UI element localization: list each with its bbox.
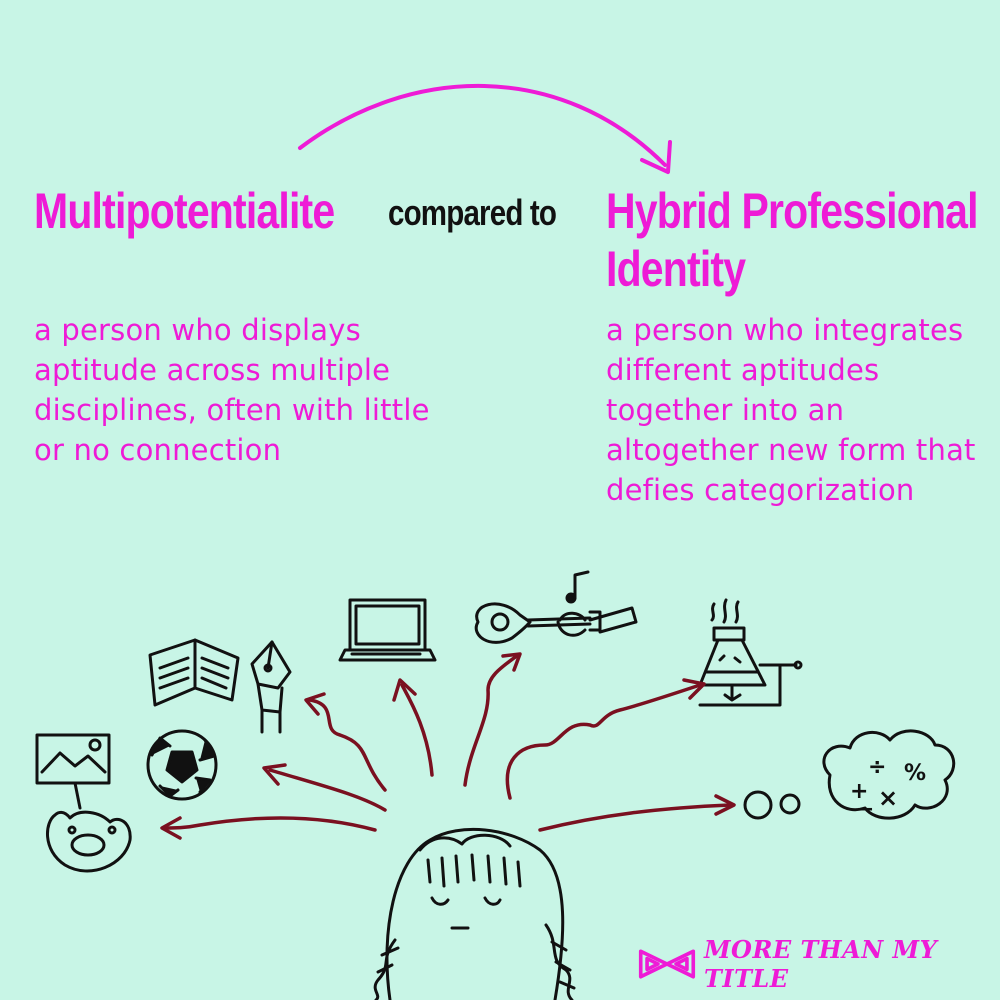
brand-name: MORE THAN MY TITLE [703, 935, 938, 993]
palette-icon [45, 810, 132, 873]
fountain-pen-icon [250, 640, 292, 734]
book-icon [148, 638, 240, 707]
girl-drawing-icon [373, 827, 576, 1000]
svg-text:+: + [850, 779, 868, 804]
chemistry-flask-icon [698, 598, 803, 707]
bowtie-logo-icon [638, 949, 696, 979]
curved-arrow-icon [298, 83, 672, 174]
multipotentialite-title: Multipotentialite [34, 183, 335, 239]
svg-text:%: % [904, 761, 926, 786]
svg-text:÷: ÷ [868, 755, 886, 780]
picture-frame-icon [35, 733, 111, 810]
svg-text:−: − [856, 797, 874, 822]
svg-text:×: × [878, 784, 898, 812]
laptop-icon [338, 598, 437, 662]
brand-logo: MORE THAN MY TITLE [638, 935, 1000, 993]
violin-icon [556, 606, 638, 637]
soccer-ball-icon [146, 729, 218, 801]
math-thought-cloud-icon: + ÷ % × − [743, 729, 956, 822]
hybrid-professional-identity-title: Hybrid Professional Identity [606, 183, 979, 297]
doodle-illustration: + ÷ % × − [35, 570, 956, 1000]
hybrid-identity-definition: a person who integrates different aptitu… [606, 313, 976, 507]
music-note-icon [565, 570, 590, 604]
guitar-icon [474, 602, 602, 644]
multipotentialite-definition: a person who displays aptitude across mu… [34, 313, 430, 467]
compared-to-label: compared to [388, 192, 557, 233]
